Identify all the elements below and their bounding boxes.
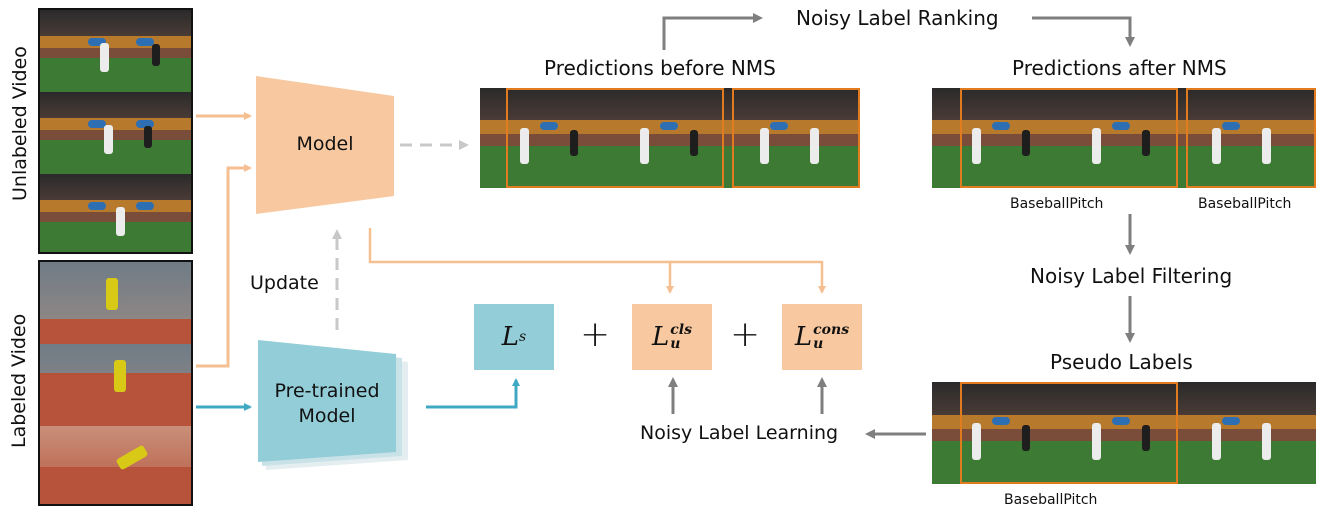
arrow-labeled-to-model: [196, 164, 252, 368]
model-block: [256, 76, 394, 214]
update-label: Update: [250, 272, 319, 294]
loss-lcons-symbol: L: [794, 322, 813, 352]
arrow-to-ranking: [662, 13, 763, 50]
nms-class-label-2: BaseballPitch: [1198, 196, 1292, 212]
model-label: Model: [296, 133, 354, 155]
noisy-label-ranking-title: Noisy Label Ranking: [796, 6, 999, 30]
pretrained-block: [258, 340, 396, 462]
proposal-box-2: [732, 88, 860, 188]
arrow-pretrained-to-ls: [426, 378, 520, 409]
arrow-model-to-lcons: [670, 260, 826, 294]
nms-class-label-1: BaseballPitch: [1010, 196, 1104, 212]
pseudo-labels-title: Pseudo Labels: [1050, 350, 1193, 374]
nms-box-2: [1186, 88, 1316, 188]
labeled-video-strip: [38, 260, 193, 506]
proposal-box-1: [506, 88, 724, 188]
labeled-video-label: Labeled Video: [8, 313, 30, 448]
loss-lcls-subscript: u: [670, 336, 681, 352]
arrow-from-ranking: [1032, 16, 1135, 47]
predictions-after-nms-frames: [932, 88, 1316, 188]
loss-lcons-superscript: cons: [813, 322, 850, 338]
loss-lcons-subscript: u: [813, 336, 824, 352]
unlabeled-video-label: Unlabeled Video: [9, 46, 31, 201]
nms-box-1: [960, 88, 1178, 188]
loss-ls-subscript: s: [519, 329, 527, 345]
loss-lcls-symbol: L: [652, 322, 670, 352]
predictions-before-nms-frames: [480, 88, 860, 188]
pretrained-model-label: Pre-trained Model: [274, 380, 380, 427]
loss-ls-symbol: L: [501, 322, 520, 352]
noisy-label-learning-title: Noisy Label Learning: [640, 422, 839, 444]
unlabeled-video-strip: [38, 8, 193, 254]
predictions-before-nms-title: Predictions before NMS: [544, 56, 776, 80]
loss-lcls-superscript: cls: [670, 322, 692, 338]
plus-sign-2: +: [730, 314, 761, 355]
arrow-model-to-lcls: [368, 228, 674, 294]
pseudo-label-frames: [932, 382, 1316, 484]
pseudo-class-label: BaseballPitch: [1004, 492, 1098, 508]
pseudo-label-box: [960, 382, 1178, 484]
plus-sign-1: +: [580, 314, 611, 355]
predictions-after-nms-title: Predictions after NMS: [1012, 56, 1227, 80]
noisy-label-filtering-title: Noisy Label Filtering: [1030, 264, 1233, 288]
